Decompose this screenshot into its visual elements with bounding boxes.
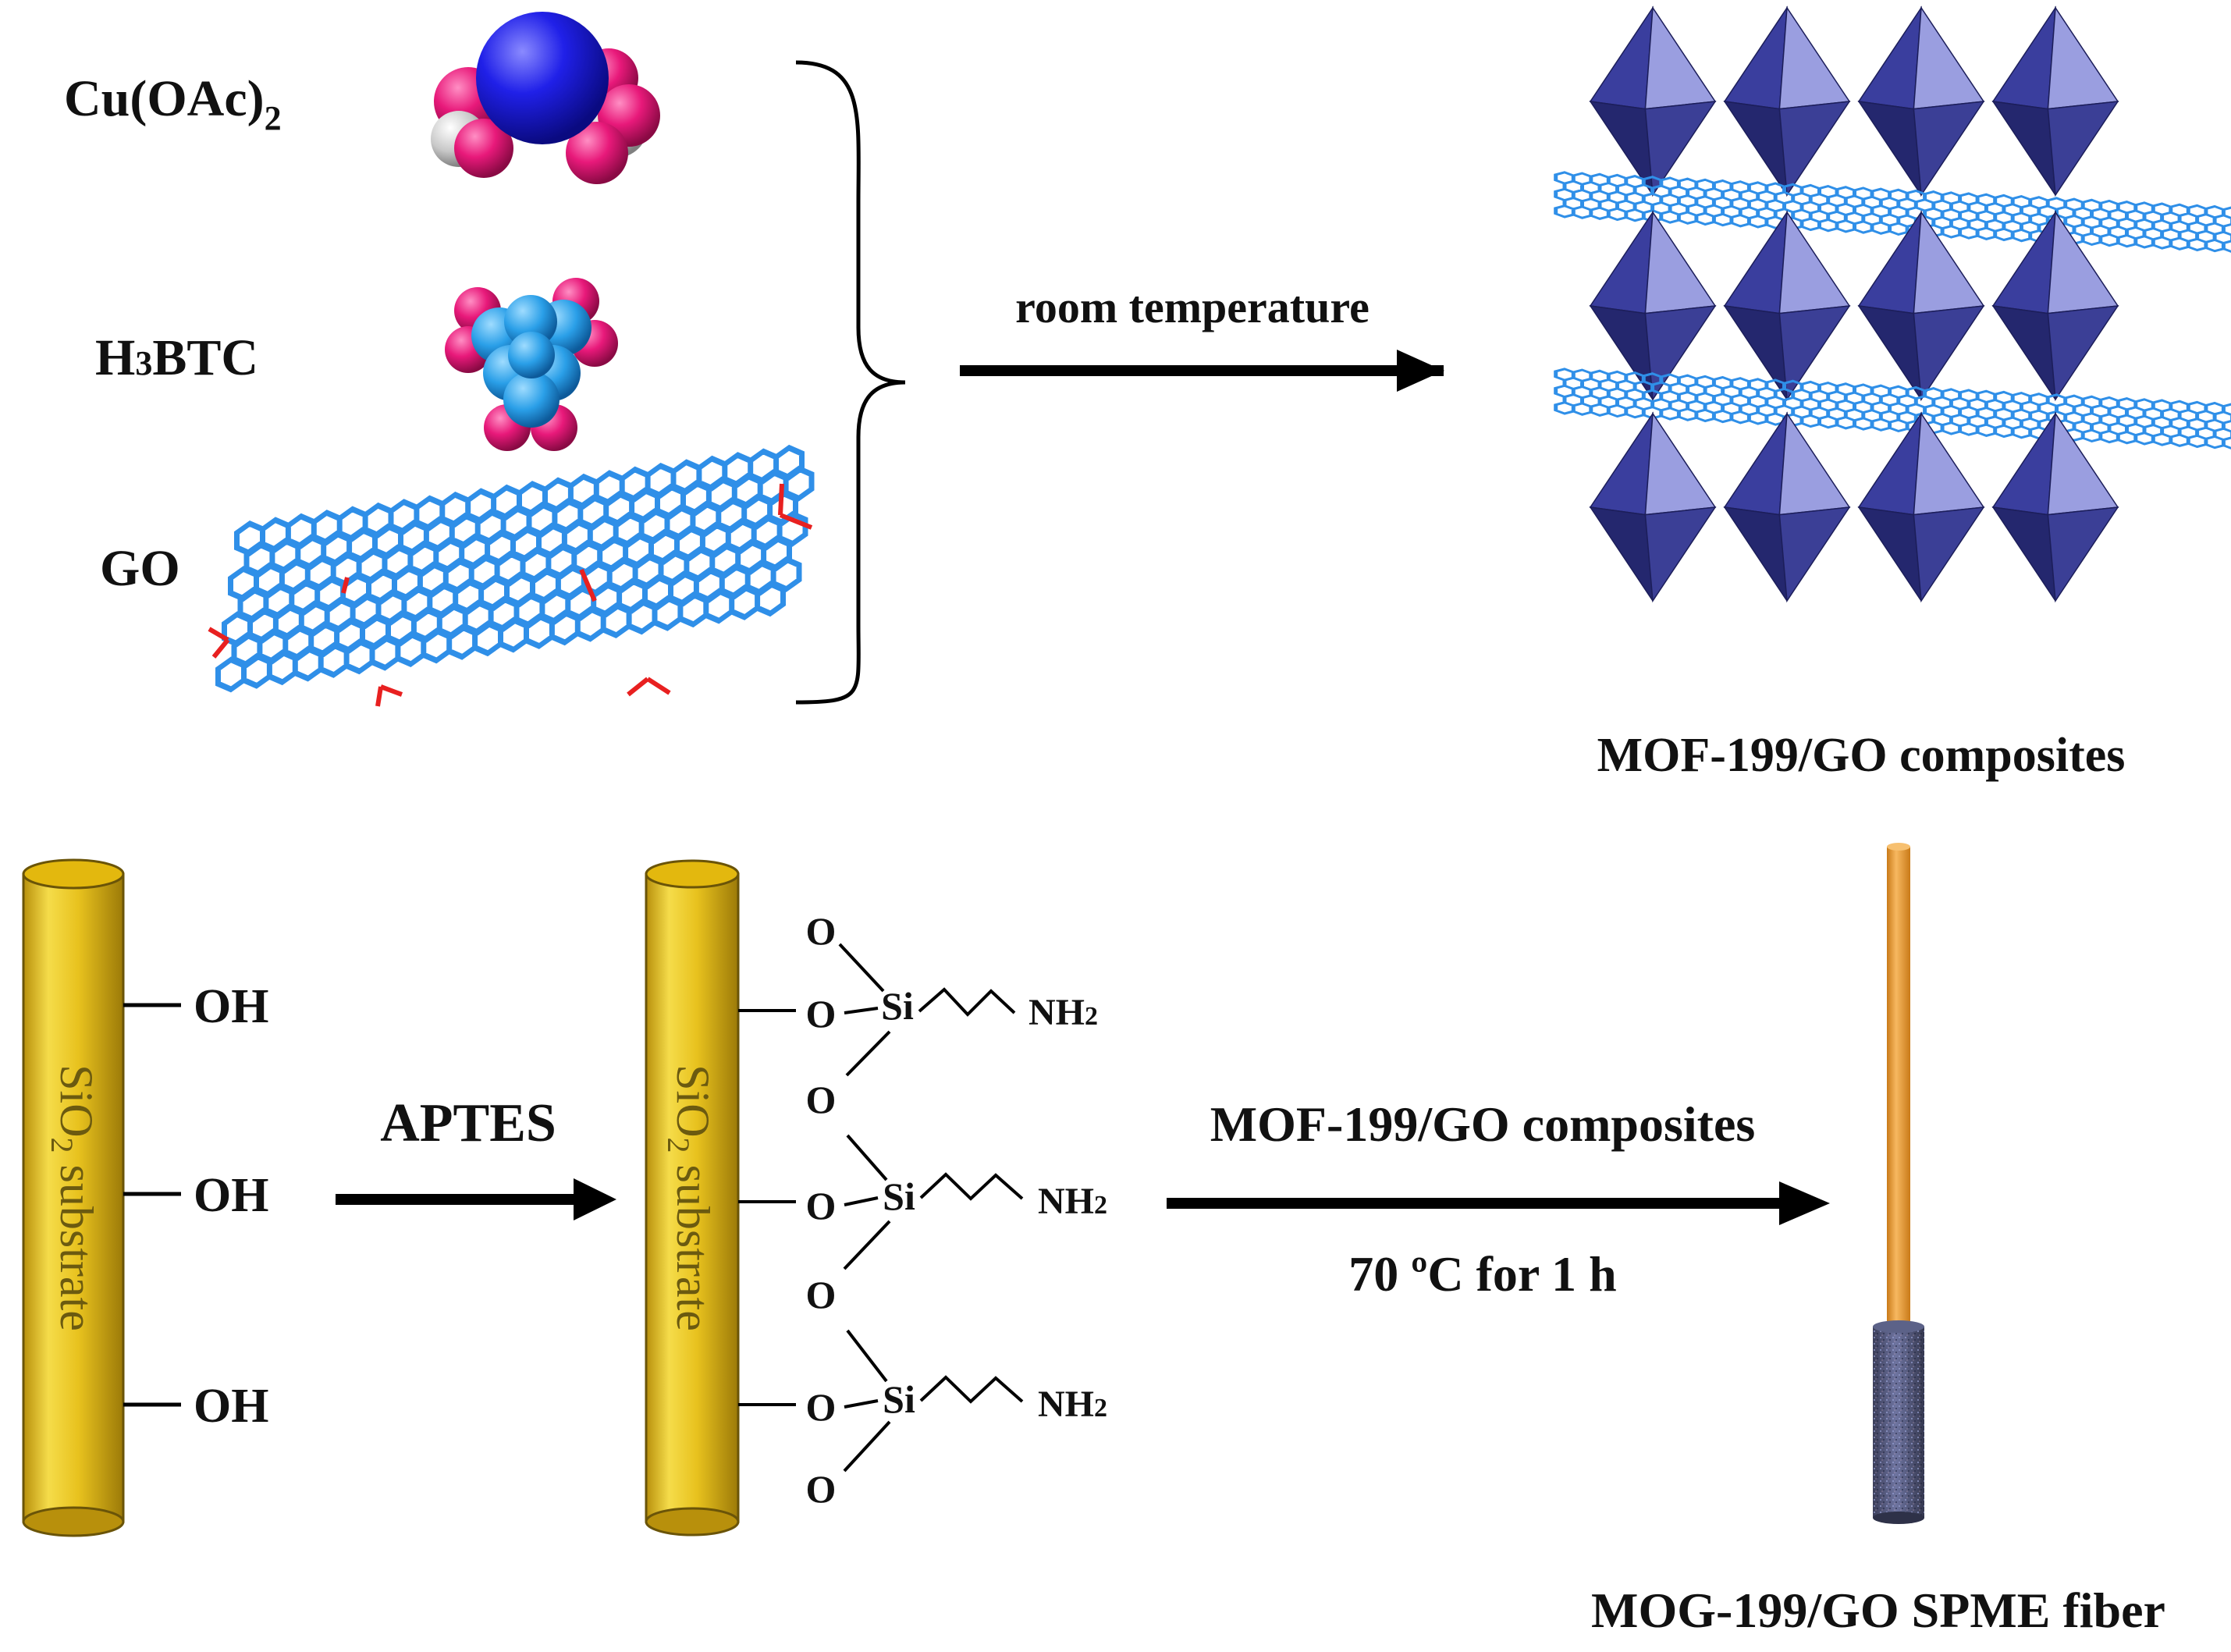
go-layer-upper <box>1554 171 2231 255</box>
sio2-substrate-rod-1: SiO2 substrate <box>22 858 125 1537</box>
hydroxyl-groups <box>123 1003 181 1407</box>
h3btc-label: H3BTC <box>95 329 258 386</box>
silane-o-bottom: O <box>806 1467 837 1511</box>
silane-labels: O O Si NH2 O O Si NH2 O O Si NH2 O <box>806 909 1107 1511</box>
reactant-brace <box>795 60 906 705</box>
silane-si-1: Si <box>881 984 914 1028</box>
sio2-substrate-label-2: SiO2 substrate <box>661 1064 719 1331</box>
silane-nh2-3: NH2 <box>1038 1384 1107 1425</box>
mof-go-composites-label: MOF-199/GO composites <box>1597 729 2126 782</box>
silane-o-3: O <box>806 1184 837 1227</box>
silane-si-3: Si <box>883 1377 915 1421</box>
cu-acetate-molecule <box>431 12 660 184</box>
go-sheet <box>208 444 815 707</box>
octahedra-row-middle <box>1589 210 2119 402</box>
silane-nh2-1: NH2 <box>1028 992 1098 1033</box>
silane-o-2: O <box>806 1078 837 1121</box>
aptes-label: APTES <box>380 1093 556 1153</box>
coating-arrow-head <box>1779 1181 1830 1225</box>
silane-o-1: O <box>806 992 837 1036</box>
octahedra-row-bottom <box>1589 411 2119 603</box>
silane-o-5: O <box>806 1385 837 1429</box>
silane-o-top: O <box>806 909 837 953</box>
silane-nh2-2: NH2 <box>1038 1181 1107 1222</box>
h3btc-molecule <box>445 278 618 451</box>
step3-reagent-label: MOF-199/GO composites <box>1210 1096 1756 1152</box>
go-layer-lower <box>1554 368 2231 452</box>
aminosilane-layer <box>738 943 1024 1473</box>
sio2-substrate-rod-2: SiO2 substrate <box>645 859 740 1537</box>
step3-condition-label: 70 ºC for 1 h <box>1348 1246 1617 1302</box>
spme-fiber <box>1873 843 1924 1524</box>
aptes-arrow-head <box>574 1178 616 1220</box>
cu-acetate-label: Cu(OAc)2 <box>64 70 282 137</box>
go-label: GO <box>100 540 180 597</box>
sio2-substrate-label-1: SiO2 substrate <box>44 1064 102 1331</box>
octahedra-row-top <box>1589 5 2119 197</box>
room-temperature-label: room temperature <box>1015 282 1370 332</box>
silane-si-2: Si <box>883 1174 915 1218</box>
oh-label-1: OH <box>194 980 268 1033</box>
silane-o-4: O <box>806 1273 837 1316</box>
oh-label-3: OH <box>194 1380 268 1433</box>
oh-label-2: OH <box>194 1169 268 1222</box>
spme-fiber-label: MOG-199/GO SPME fiber <box>1591 1583 2165 1638</box>
mof-go-composite <box>1554 5 2231 603</box>
reaction-arrow-1-head <box>1397 350 1444 392</box>
